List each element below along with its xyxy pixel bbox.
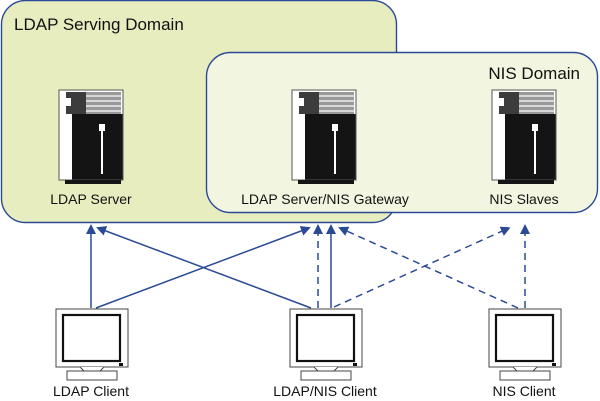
- gateway-server-label: LDAP Server/NIS Gateway: [241, 191, 409, 207]
- monitor-icon: [487, 307, 563, 382]
- monitor-icon: [54, 307, 130, 382]
- nis-domain-title: NIS Domain: [488, 64, 580, 83]
- connections: [86, 224, 530, 309]
- arrow-ldapnisclient-ldapserver: [96, 226, 312, 309]
- ldap-server-label: LDAP Server: [50, 191, 132, 207]
- ldap-server-node[interactable]: LDAP Server: [50, 89, 132, 207]
- ldap-client-label: LDAP Client: [53, 383, 129, 399]
- ldap-nis-client-label: LDAP/NIS Client: [273, 383, 377, 399]
- nis-slaves-label: NIS Slaves: [489, 191, 558, 207]
- arrow-nisclient-gateway: [338, 226, 519, 309]
- nis-client-label: NIS Client: [492, 383, 555, 399]
- gateway-server-node[interactable]: LDAP Server/NIS Gateway: [241, 89, 409, 207]
- nis-slaves-node[interactable]: NIS Slaves: [489, 89, 559, 207]
- server-icon: [491, 89, 557, 185]
- server-icon: [58, 89, 124, 185]
- arrow-ldapnisclient-nisslaves: [333, 226, 511, 308]
- ldap-client-node[interactable]: LDAP Client: [53, 307, 130, 399]
- monitor-icon: [288, 307, 364, 382]
- server-icon: [291, 89, 357, 185]
- ldap-nis-client-node[interactable]: LDAP/NIS Client: [273, 307, 377, 399]
- nis-client-node[interactable]: NIS Client: [487, 307, 563, 399]
- ldap-domain-title: LDAP Serving Domain: [14, 15, 184, 34]
